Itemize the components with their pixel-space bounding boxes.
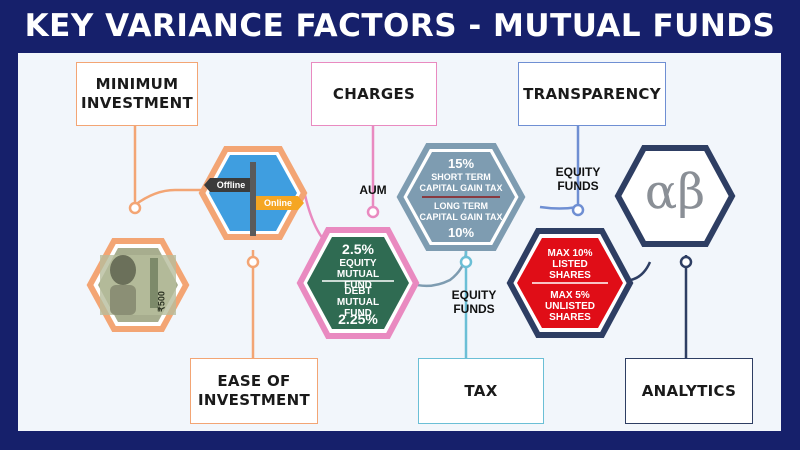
analytics-hexagon [614,145,736,247]
equity-funds-label-top: EQUITY FUNDS [555,165,601,193]
transparency-box: TRANSPARENCY [518,62,666,126]
debt-charge-percent: 2.25% [338,311,378,327]
connector-node [679,255,693,269]
connector-charges-tax [409,249,468,288]
long-term-tax-percent: 10% [447,225,475,240]
alpha-beta-icon: αβ [644,164,706,220]
minimum-investment-box: MINIMUM INVESTMENT [76,62,198,126]
online-sign-icon [256,196,304,210]
short-term-tax-percent: 15% [447,156,475,171]
analytics-box: ANALYTICS [625,358,753,424]
connector-node [366,205,380,219]
aum-label: AUM [359,183,387,197]
signpost-pole-icon [250,162,256,236]
short-term-tax-label: SHORT TERM CAPITAL GAIN TAX [419,172,503,193]
long-term-tax-label: LONG TERM CAPITAL GAIN TAX [419,201,503,222]
online-sign-text: Online [263,198,292,208]
debt-mutual-fund-label: DEBT MUTUAL FUND [336,286,380,319]
ease-of-investment-box: EASE OF INVESTMENT [190,358,318,424]
offline-sign-icon [204,178,250,192]
portrait-icon [110,255,136,285]
charges-hexagon [296,227,420,339]
listed-shares-limit: MAX 10% LISTED SHARES [547,248,593,281]
connector-node [128,201,142,215]
page-title: KEY VARIANCE FACTORS - MUTUAL FUNDS [24,8,776,44]
equity-funds-label-mid: EQUITY FUNDS [451,288,497,316]
connector-node [246,255,260,269]
equity-charge-percent: 2.5% [342,241,374,257]
unlisted-shares-limit: MAX 5% UNLISTED SHARES [545,290,595,323]
equity-mutual-fund-label: EQUITY MUTUAL FUND [336,258,380,291]
connector-node [459,255,473,269]
connector-node [571,203,585,217]
signpost-hexagon [198,146,308,240]
offline-sign-text: Offline [216,180,246,190]
tax-box: TAX [418,358,544,424]
banknote-hexagon [86,238,190,332]
tax-hexagon [396,143,526,251]
connector-ease-signpost [134,188,210,207]
charges-box: CHARGES [311,62,437,126]
banknote-value: ₹500 [156,291,167,312]
transparency-hexagon [506,228,634,338]
